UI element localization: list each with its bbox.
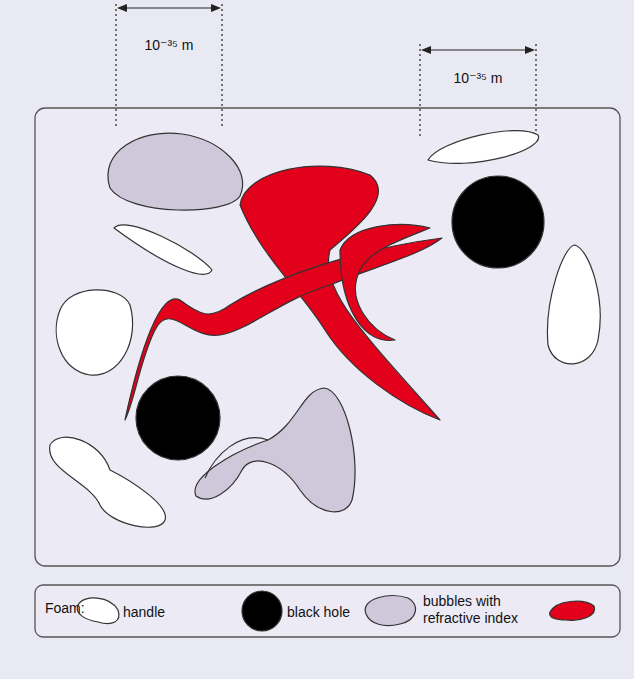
legend-text: bubbles with refractive index (423, 593, 547, 627)
legend-entry: black hole (287, 603, 377, 621)
bubble-sample (365, 596, 415, 626)
legend-frame (35, 585, 620, 637)
black-hole-sample (242, 591, 282, 631)
dimension-line (426, 49, 530, 50)
refractive-bubble (340, 224, 430, 340)
legend-heading: Foam: (45, 600, 85, 617)
refractive-bubble-sample (550, 601, 595, 620)
label-holder: Foam: (45, 599, 105, 617)
dimension-marker (116, 4, 222, 128)
label-holder: 10⁻³⁵ m (109, 36, 229, 54)
dotted-line (419, 44, 420, 136)
handle (547, 245, 600, 364)
bubble (108, 133, 243, 210)
dotted-line (115, 4, 116, 128)
dimension-line (122, 7, 216, 8)
legend-text: handle (123, 604, 165, 621)
legend-text: black hole (287, 604, 350, 621)
bubble (195, 388, 355, 512)
handle (56, 290, 132, 375)
black-hole (452, 176, 544, 268)
arrowhead (525, 46, 535, 54)
arrowhead (421, 46, 431, 54)
handle (428, 131, 539, 164)
bubble-fold (205, 438, 268, 478)
dotted-line (535, 44, 536, 136)
handle (50, 437, 166, 527)
handle (114, 225, 212, 274)
dimension-label: 10⁻³⁵ m (145, 37, 194, 54)
dimension-label: 10⁻³⁵ m (454, 70, 503, 87)
black-hole (136, 376, 220, 460)
arrowhead (211, 4, 221, 12)
legend-entry: bubbles with refractive index (423, 593, 547, 627)
dotted-line (221, 4, 222, 128)
frame (35, 108, 620, 566)
dimension-marker (420, 44, 536, 136)
label-holder: 10⁻³⁵ m (418, 69, 538, 87)
legend-entry: handle (123, 603, 213, 621)
arrowhead (117, 4, 127, 12)
